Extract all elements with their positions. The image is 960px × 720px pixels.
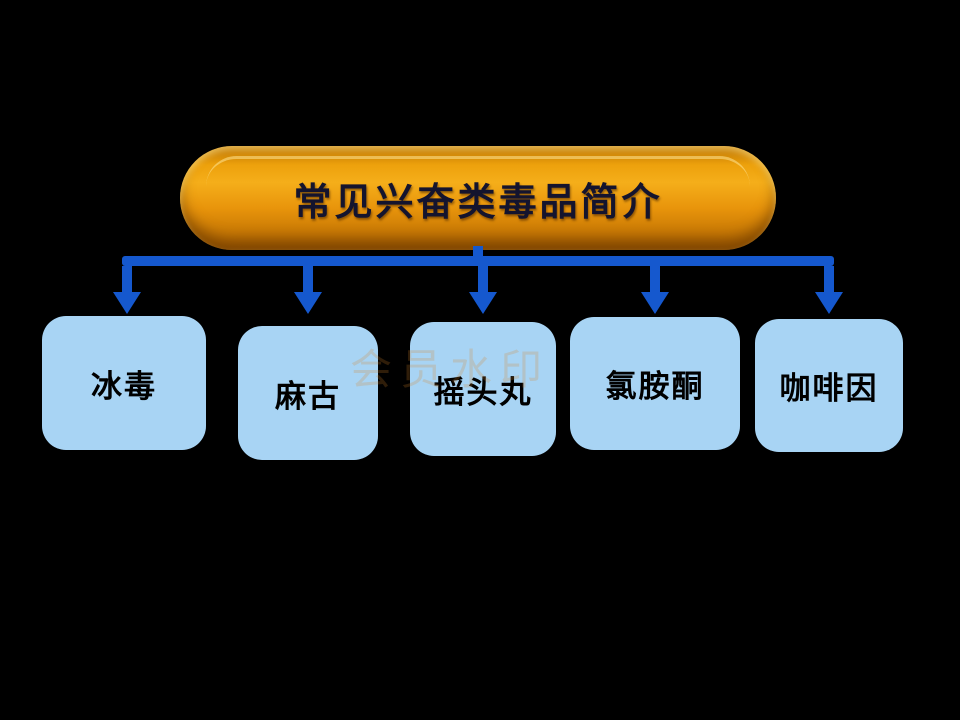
node-lvantong: 氯胺酮: [570, 317, 740, 450]
down-arrow-icon: [641, 292, 669, 314]
connector-arrow-shaft: [650, 266, 660, 294]
node-bingdu: 冰毒: [42, 316, 206, 450]
connector-horizontal-line: [122, 256, 834, 266]
down-arrow-icon: [294, 292, 322, 314]
connector-arrow-shaft: [122, 266, 132, 294]
node-kafeiyin: 咖啡因: [755, 319, 903, 452]
title-text: 常见兴奋类毒品简介: [293, 181, 663, 224]
connector-arrow-shaft: [303, 266, 313, 294]
node-yaotouwan: 摇头丸: [410, 322, 556, 456]
node-label: 氯胺酮: [605, 369, 705, 404]
node-label: 咖啡因: [779, 371, 879, 406]
node-label: 冰毒: [91, 368, 157, 404]
down-arrow-icon: [469, 292, 497, 314]
down-arrow-icon: [113, 292, 141, 314]
node-magu: 麻古: [238, 326, 378, 460]
down-arrow-icon: [815, 292, 843, 314]
connector-arrow-shaft: [478, 266, 488, 294]
node-label: 麻古: [275, 378, 341, 414]
title-banner: 常见兴奋类毒品简介: [180, 146, 776, 250]
connector-stub: [473, 246, 483, 260]
connector-arrow-shaft: [824, 266, 834, 294]
node-label: 摇头丸: [433, 374, 533, 410]
